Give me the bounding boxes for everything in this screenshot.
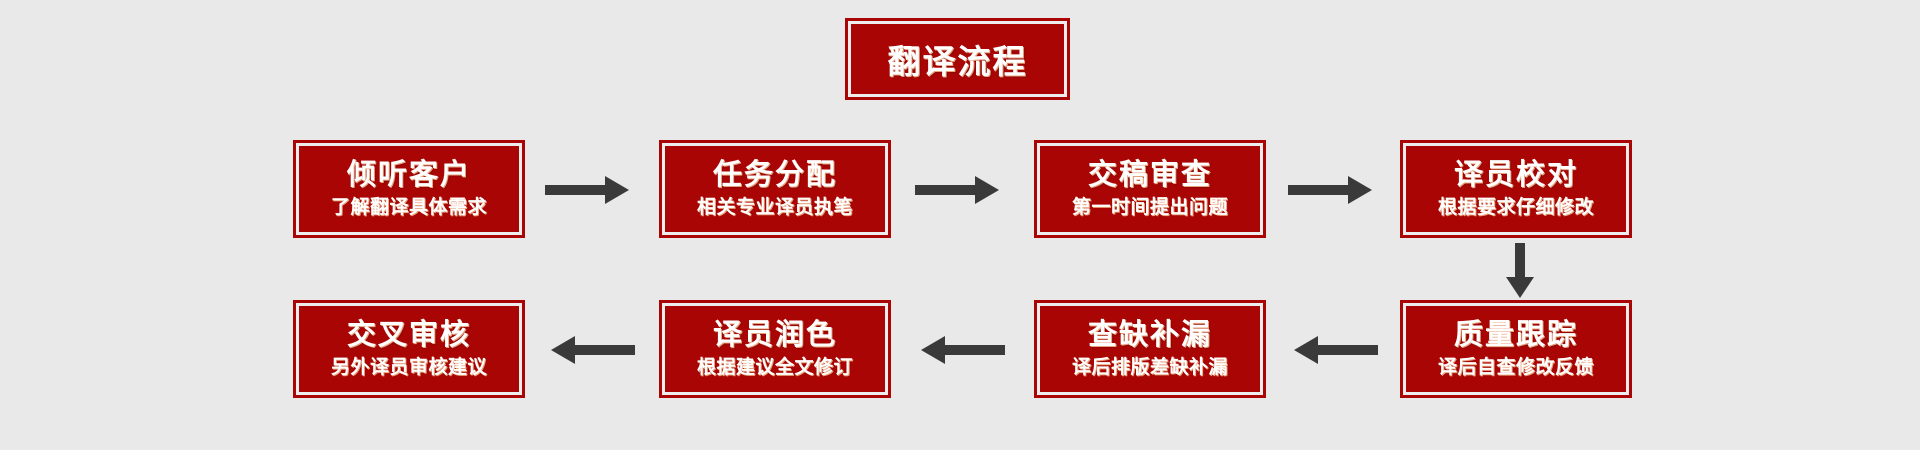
node-title: 查缺补漏 [1087,318,1212,351]
process-node-submission-review: 交稿审查 第一时间提出问题 [1034,140,1266,238]
node-title: 交稿审查 [1087,158,1212,191]
arrow-shaft [1316,345,1378,355]
node-subtitle: 相关专业译员执笔 [696,196,853,218]
node-subtitle: 译后排版差缺补漏 [1071,356,1228,378]
arrow-head [921,336,945,364]
process-node-translator-proofreading: 译员校对 根据要求仔细修改 [1400,140,1632,238]
arrow-shaft [1515,243,1525,281]
node-title: 交叉审核 [346,318,471,351]
arrow-node3-to-node4-icon [1288,170,1378,210]
node-subtitle: 根据建议全文修订 [696,356,853,378]
node-title: 倾听客户 [346,158,471,191]
arrow-head [1506,277,1534,298]
arrow-node5-to-node6-icon [1288,330,1378,370]
arrow-shaft [915,185,977,195]
arrow-node7-to-node8-icon [545,330,635,370]
process-node-task-assignment: 任务分配 相关专业译员执笔 [659,140,891,238]
flowchart-title-box: 翻译流程 [845,18,1070,100]
node-subtitle: 译后自查修改反馈 [1437,356,1594,378]
process-node-check-for-gaps: 查缺补漏 译后排版差缺补漏 [1034,300,1266,398]
arrow-node4-to-node5-icon [1500,243,1540,298]
node-title: 任务分配 [712,158,837,191]
arrow-head [605,176,629,204]
arrow-node6-to-node7-icon [915,330,1005,370]
node-subtitle: 根据要求仔细修改 [1437,196,1594,218]
node-title: 译员校对 [1453,158,1578,191]
node-subtitle: 另外译员审核建议 [330,356,487,378]
arrow-node2-to-node3-icon [915,170,1005,210]
node-title: 质量跟踪 [1453,318,1578,351]
arrow-shaft [545,185,607,195]
arrow-shaft [1288,185,1350,195]
arrow-head [1348,176,1372,204]
arrow-shaft [943,345,1005,355]
node-subtitle: 了解翻译具体需求 [330,196,487,218]
arrow-head [975,176,999,204]
arrow-head [1294,336,1318,364]
process-node-quality-tracking: 质量跟踪 译后自查修改反馈 [1400,300,1632,398]
process-node-translator-polishing: 译员润色 根据建议全文修订 [659,300,891,398]
process-node-cross-review: 交叉审核 另外译员审核建议 [293,300,525,398]
flowchart-title-text: 翻译流程 [887,43,1028,80]
arrow-shaft [573,345,635,355]
process-node-listen-to-customer: 倾听客户 了解翻译具体需求 [293,140,525,238]
arrow-node1-to-node2-icon [545,170,635,210]
node-title: 译员润色 [712,318,837,351]
node-subtitle: 第一时间提出问题 [1071,196,1228,218]
arrow-head [551,336,575,364]
